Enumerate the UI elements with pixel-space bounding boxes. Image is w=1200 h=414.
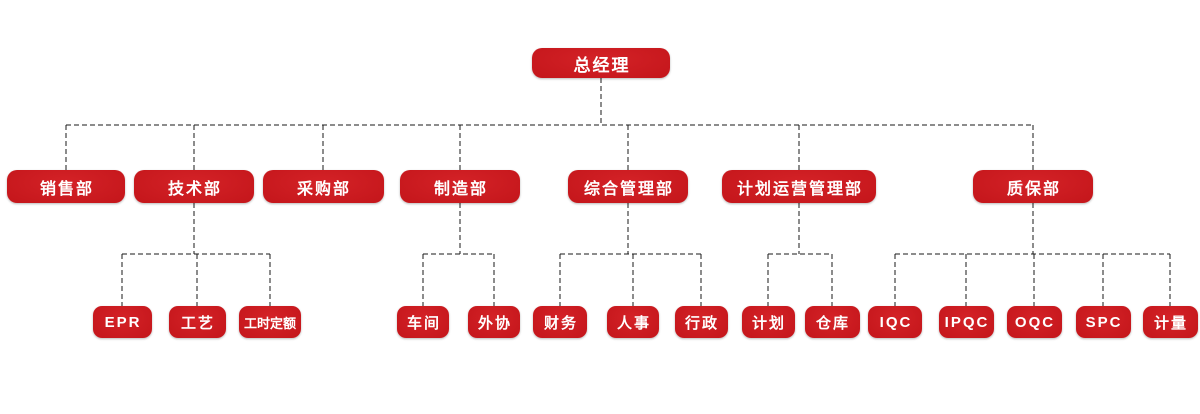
org-node-department: 计划运营管理部 xyxy=(722,170,876,203)
org-node-sub-unit: SPC xyxy=(1075,306,1131,338)
org-node-sub-unit: EPR xyxy=(92,306,152,338)
org-node-department: 采购部 xyxy=(262,170,384,203)
org-node-root: 总经理 xyxy=(532,48,670,78)
org-node-sub-unit: 工艺 xyxy=(168,306,226,338)
org-node-sub-unit: 人事 xyxy=(607,306,659,338)
org-node-department: 技术部 xyxy=(134,170,254,203)
org-node-sub-unit: 计划 xyxy=(741,306,795,338)
org-node-sub-unit: 财务 xyxy=(533,306,587,338)
org-node-department: 综合管理部 xyxy=(568,170,688,203)
org-node-department: 质保部 xyxy=(973,170,1093,203)
org-node-department: 制造部 xyxy=(400,170,520,203)
org-node-sub-unit: IPQC xyxy=(938,306,994,338)
org-node-sub-unit: 外协 xyxy=(468,306,520,338)
org-node-sub-unit: 工时定额 xyxy=(239,306,301,338)
org-node-sub-unit: 仓库 xyxy=(804,306,860,338)
org-node-sub-unit: OQC xyxy=(1006,306,1062,338)
org-node-sub-unit: 计量 xyxy=(1142,306,1198,338)
org-node-sub-unit: IQC xyxy=(868,306,922,338)
org-node-department: 销售部 xyxy=(7,170,125,203)
org-node-sub-unit: 行政 xyxy=(674,306,728,338)
org-node-sub-unit: 车间 xyxy=(397,306,449,338)
